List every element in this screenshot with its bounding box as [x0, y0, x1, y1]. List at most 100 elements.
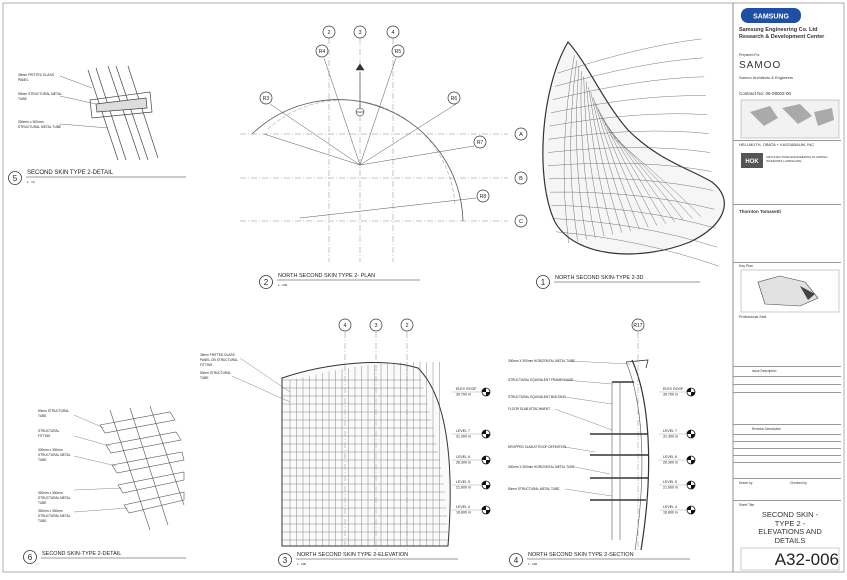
- level-value: 31.300 m: [663, 435, 678, 439]
- mesh-line: [585, 81, 614, 235]
- view-number: 1: [541, 278, 546, 287]
- note: FLOOR SLAB ATTACHMENT: [508, 407, 550, 411]
- view-number: 5: [13, 174, 18, 183]
- note: STRUCTURAL METAL: [38, 514, 71, 518]
- note: STRUCTURAL EQUIVALENT BUILDING: [508, 395, 567, 399]
- view-number-bubble: [536, 275, 550, 289]
- rule: [733, 455, 841, 456]
- note: TUBE: [38, 519, 47, 523]
- view-title-1: 1 NORTH SECOND SKIN-TYPE 2-3D: [536, 275, 700, 289]
- plan-outer-arc: [251, 99, 464, 222]
- sheet-title-line: DETAILS: [774, 535, 806, 545]
- mesh-line: [570, 60, 578, 242]
- radius-label: R5: [395, 49, 402, 55]
- drawn-by-label: Drawn by: [739, 481, 753, 485]
- view-number-bubble: [259, 275, 273, 289]
- mesh-line: [548, 147, 711, 153]
- rule: [733, 366, 841, 367]
- note: 35mm FRITTED GLASS: [18, 73, 55, 77]
- title-block-graphics: SAMSUNG HOK: [740, 8, 840, 571]
- detail-6-drawing: [73, 405, 185, 531]
- level-name: LEVEL 4: [663, 505, 677, 509]
- level-marker-fill: [687, 506, 695, 514]
- rule: [733, 448, 841, 449]
- note: STRUCTURAL METAL: [38, 496, 71, 500]
- grid-label: 2: [405, 323, 408, 329]
- note: 300mm x 300mm: [18, 120, 44, 124]
- detail-5-drawing: [59, 65, 159, 161]
- note: 300mm x 300mm: [38, 448, 63, 452]
- note: 50mm STRUCTURAL METAL: [18, 92, 62, 96]
- mesh-line: [583, 76, 605, 237]
- shell-3d-grid: [548, 38, 719, 267]
- level-marker-fill: [687, 481, 695, 489]
- level-value: 26.300 m: [663, 461, 678, 465]
- sheet-title-line: ELEVATIONS AND: [758, 527, 822, 536]
- level-value: 21.600 m: [663, 486, 678, 490]
- level-value: 16.800 m: [456, 511, 471, 515]
- plan-arc-dashed: [267, 99, 456, 206]
- company-sub: Research & Development Center: [739, 34, 825, 40]
- view-title-3: 3 NORTH SECOND SKIN TYPE 2-ELEVATION 1 :…: [278, 552, 458, 567]
- grid-label: C: [519, 219, 523, 225]
- grid-label: B: [519, 176, 523, 182]
- mesh-line: [576, 65, 587, 240]
- view-title-4: 4 NORTH SECOND SKIN TYPE 2-SECTION 1 : 2…: [509, 552, 690, 567]
- view-title: SECOND SKIN TYPE 2-DETAIL: [27, 170, 114, 176]
- mesh-line: [595, 102, 649, 228]
- view-number: 2: [264, 278, 269, 287]
- level-name: LEVEL 5: [663, 480, 677, 484]
- elevation-grid: [282, 362, 448, 546]
- key-plan-label: Key Plan: [739, 264, 754, 268]
- section-grid-bubble: R17: [631, 318, 645, 332]
- mesh-line: [590, 92, 631, 231]
- elevation-drawing: [281, 332, 451, 550]
- sheet-title-line: TYPE 2 -: [774, 518, 806, 528]
- rule: [733, 384, 841, 385]
- samoo-logo: SAMOO: [739, 60, 782, 71]
- grid-label: 3: [374, 323, 377, 329]
- shell-3d-drawing: [542, 38, 725, 267]
- mesh-line: [580, 71, 596, 238]
- level-value: 39.700 m: [663, 393, 678, 397]
- elevation-grid-bubbles: 4 3 2: [338, 318, 414, 332]
- firm-sub: ARCHITECTURE ENGINEERING PLANNING INTERI…: [766, 155, 828, 163]
- grid-label: R17: [633, 323, 642, 329]
- view-title-5: 5 SECOND SKIN TYPE 2-DETAIL 1 : 10: [8, 170, 186, 185]
- level-name: LEVEL 4: [456, 505, 470, 509]
- sheet-title-label: Sheet Title: [739, 503, 755, 507]
- rule: [733, 376, 841, 377]
- view-number: 6: [28, 553, 33, 562]
- note: STRUCTURAL METAL: [38, 453, 71, 457]
- note: PANEL ON STRUCTURAL: [200, 358, 238, 362]
- plan-grid-lines: [240, 38, 508, 262]
- note: TUBE: [18, 97, 28, 101]
- note: 300mm x 300mm: [38, 491, 63, 495]
- elevation-outline: [281, 362, 451, 547]
- mesh-line: [548, 177, 713, 191]
- plan-drawing: [240, 38, 508, 262]
- view-title-6: 6 SECOND SKIN-TYPE 2-DETAIL: [23, 550, 186, 564]
- level-name: LEVEL 5: [456, 480, 470, 484]
- note: PANEL: [18, 78, 29, 82]
- mesh-line: [551, 205, 716, 229]
- view-scale: 1 : 200: [297, 562, 307, 566]
- level-marker-fill: [482, 456, 490, 464]
- professional-seal-label: Professional Seal: [739, 315, 767, 319]
- elevation-grid-axes: [344, 332, 408, 550]
- shell-3d-outline: [542, 40, 725, 255]
- mesh-line: [550, 95, 706, 114]
- view-scale: 1 : 200: [278, 283, 288, 287]
- note: TUBE: [38, 458, 47, 462]
- level-value: 16.800 m: [663, 511, 678, 515]
- level-marker-fill: [482, 481, 490, 489]
- rule: [733, 500, 841, 501]
- mesh-line: [552, 76, 705, 100]
- section-drawing: [590, 332, 650, 552]
- plan-radius-bubbles: R4 R5 R3 R6 R7 R8: [259, 44, 490, 203]
- section-notes: 300mm X 300mm HORIZONTAL METAL TUBE STRU…: [508, 359, 631, 497]
- prepared-for-label: Prepared For: [739, 53, 760, 57]
